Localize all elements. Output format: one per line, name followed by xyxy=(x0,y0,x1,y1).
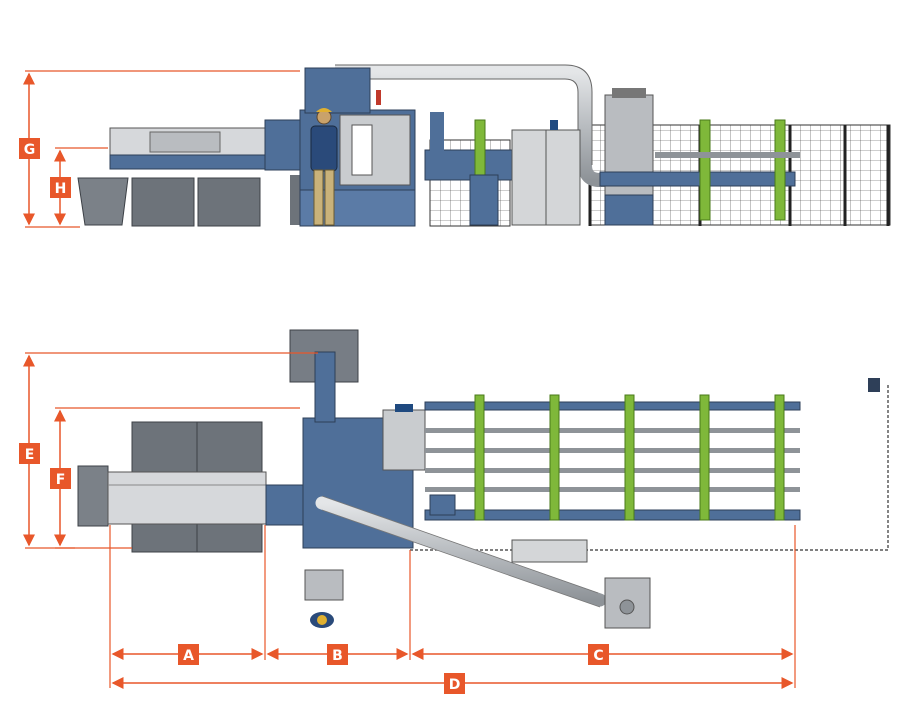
dimension-label-g: G xyxy=(24,142,36,158)
operator-figure-icon xyxy=(310,108,338,226)
dimension-label-f: F xyxy=(56,472,66,488)
dimension-label-e: E xyxy=(25,447,35,463)
dimension-label-a: A xyxy=(183,648,194,664)
operator-figure-top-icon xyxy=(310,612,334,628)
dimension-h: H xyxy=(50,147,108,226)
dimension-a: A xyxy=(111,644,264,665)
dimension-label-h: H xyxy=(55,181,67,197)
dimension-b: B xyxy=(266,644,409,665)
dimension-g: G xyxy=(19,70,300,228)
safety-fence-top xyxy=(410,383,889,551)
exhaust-duct-top xyxy=(315,496,607,607)
dimension-f: F xyxy=(50,407,300,549)
dimension-label-d: D xyxy=(449,677,461,693)
bar-loader-top xyxy=(107,471,267,525)
exhaust-duct xyxy=(335,65,612,187)
dimension-d: D xyxy=(111,673,794,694)
dimension-label-b: B xyxy=(332,648,343,664)
top-view: E F A B C xyxy=(19,329,889,694)
side-view: G H xyxy=(19,64,891,228)
dimension-c: C xyxy=(411,644,794,665)
dimension-e: E xyxy=(19,352,318,549)
dimension-label-c: C xyxy=(593,648,603,664)
scrap-bin xyxy=(77,177,129,226)
